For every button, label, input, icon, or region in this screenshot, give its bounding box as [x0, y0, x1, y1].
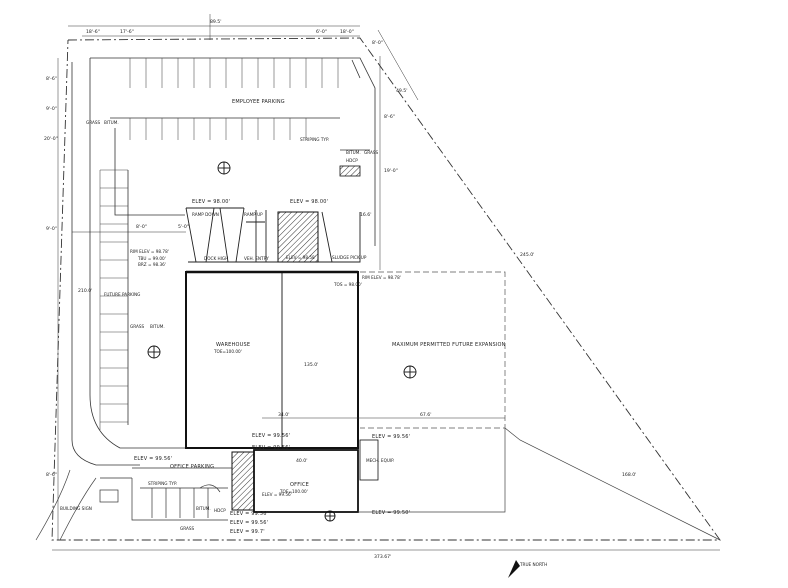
dock-high-label: DOCK HIGH [204, 256, 228, 261]
elev-south-1: ELEV = 99.56' [372, 434, 410, 440]
dim-diag-top: 49.5' [396, 88, 408, 94]
bitum-ne-label: BITUM. [346, 150, 361, 155]
dim-mid-s: 67.6' [420, 412, 432, 418]
true-north-label: TRUE NORTH [519, 562, 547, 567]
elev-office-west-1: ELEV = 99.56' [252, 433, 290, 439]
dim-left-c: 20'-0" [44, 136, 58, 142]
office-parking-label: OFFICE PARKING [170, 464, 214, 470]
plan-markers [147, 161, 417, 522]
marker-south-icon [324, 510, 336, 522]
grass-west-label: GRASS [130, 324, 145, 329]
dim-top-total: 89.5' [210, 19, 222, 25]
elev-se-label: ELEV = 99.50' [372, 510, 410, 516]
dimension-lines [52, 14, 720, 551]
bitum-south-label: BITUM. [196, 506, 211, 511]
future-expansion-area [360, 271, 506, 429]
site-edges [35, 427, 721, 541]
dim-top-c: 6'-0" [316, 29, 327, 35]
dim-top-a: 18'-6" [86, 29, 100, 35]
hdcp-south-label: HDCP [214, 508, 226, 513]
elev-dock-label: ELEV = 98.00' [192, 199, 230, 205]
ramp-up-label: RAMP UP [244, 212, 263, 217]
dim-diag-low: 168.0' [622, 472, 636, 478]
dim-top-d: 18'-0" [340, 29, 354, 35]
tos-label: TOS = 98.00' [333, 282, 362, 287]
brz-elev-label: BRZ = 98.36' [138, 262, 166, 267]
striping-typ-north-label: STRIPING TYP. [300, 137, 329, 142]
tbu-elev-label: TBU = 99.00' [137, 256, 166, 261]
north-arrow-icon [508, 560, 520, 578]
elev-office-5: ELEV = 99.56' [230, 520, 268, 526]
future-parking-label: FUTURE PARKING [104, 292, 140, 297]
grass-ne-label: GRASS [364, 150, 379, 155]
elev-office-3: ELEV = 99.56' [262, 492, 292, 497]
elev-office-4: ELEV = 99.56' [230, 511, 268, 517]
office-label: OFFICE [290, 482, 309, 488]
veh-entry-label: VEH. ENTRY [244, 256, 269, 261]
building-sign-label: BUILDING SIGN [60, 506, 92, 511]
elev-center-label: ELEV = 98.58' [286, 255, 316, 260]
office-parking-lot [99, 467, 232, 521]
bitum-nw-label: BITUM. [104, 120, 119, 125]
grass-south-label: GRASS [180, 526, 195, 531]
dim-diag-mid: 245.0' [520, 252, 534, 258]
grass-nw-label: GRASS [86, 120, 101, 125]
dim-top-e: 8'-0" [372, 40, 383, 46]
employee-parking-lot [71, 57, 376, 466]
elev-upper-label: ELEV = 98.00' [290, 199, 328, 205]
dim-bottom-total: 373.67' [374, 554, 391, 560]
striping-typ-south-label: STRIPING TYP. [148, 481, 177, 486]
elev-office-west-2: ELEV = 99.56' [252, 445, 290, 451]
dim-right-a: 8'-6" [384, 114, 395, 120]
dim-off-a: 40.0' [296, 458, 308, 464]
marker-west-icon [147, 345, 161, 359]
elev-office-6: ELEV = 99.7' [230, 529, 265, 535]
dim-mid-v: 16.6' [360, 212, 372, 218]
parking-stalls-north [129, 58, 339, 140]
rim-elev-west-label: RIM ELEV = 98.78' [130, 249, 169, 254]
mech-equip-label: MECH. EQUIP. [366, 458, 394, 463]
dim-left-d: 9'-0" [46, 226, 57, 232]
employee-parking-label: EMPLOYEE PARKING [232, 99, 285, 105]
property-boundary [51, 37, 721, 541]
bitum-west-label: BITUM. [150, 324, 165, 329]
dim-left-e: 8'-6" [46, 472, 57, 478]
loading-docks [185, 207, 361, 263]
dim-mid-e: 34.0' [278, 412, 290, 418]
dimension-labels: 89.5' 18'-6" 17'-6" 6'-0" 18'-0" 8'-0" 8… [44, 19, 636, 560]
dim-mid-w: 135.0' [304, 362, 318, 368]
dim-off-c: 5'-0" [178, 224, 189, 230]
hdcp-ne-label: HDCP [346, 158, 358, 163]
office-building [253, 439, 379, 513]
dim-top-b: 17'-6" [120, 29, 134, 35]
warehouse-elev-label: TOE=100.00' [213, 349, 242, 354]
dim-right-b: 19'-0" [384, 168, 398, 174]
rim-elev-east-label: RIM ELEV = 98.78' [362, 275, 401, 280]
ramp-down-label: RAMP DOWN [192, 212, 219, 217]
plan-labels: EMPLOYEE PARKING GRASS BITUM. STRIPING T… [60, 99, 547, 567]
dim-left-a: 8'-6" [46, 76, 57, 82]
marker-east-icon [403, 365, 417, 379]
warehouse-building [185, 270, 359, 449]
elev-sw-label: ELEV = 99.56' [134, 456, 172, 462]
dim-left-total: 210.0' [78, 288, 92, 294]
marker-north-icon [217, 161, 231, 175]
parking-stalls-west [99, 169, 128, 430]
dim-off-b: 8'-0" [136, 224, 147, 230]
office-elev-label: TOE=100.00' [279, 489, 308, 494]
sludge-pickup-label: SLUDGE PICK-UP [332, 255, 367, 260]
expansion-label: MAXIMUM PERMITTED FUTURE EXPANSION [392, 342, 506, 348]
sludge-hatched-pad [231, 165, 361, 511]
warehouse-label: WAREHOUSE [216, 342, 250, 348]
dim-left-b: 9'-0" [46, 106, 57, 112]
